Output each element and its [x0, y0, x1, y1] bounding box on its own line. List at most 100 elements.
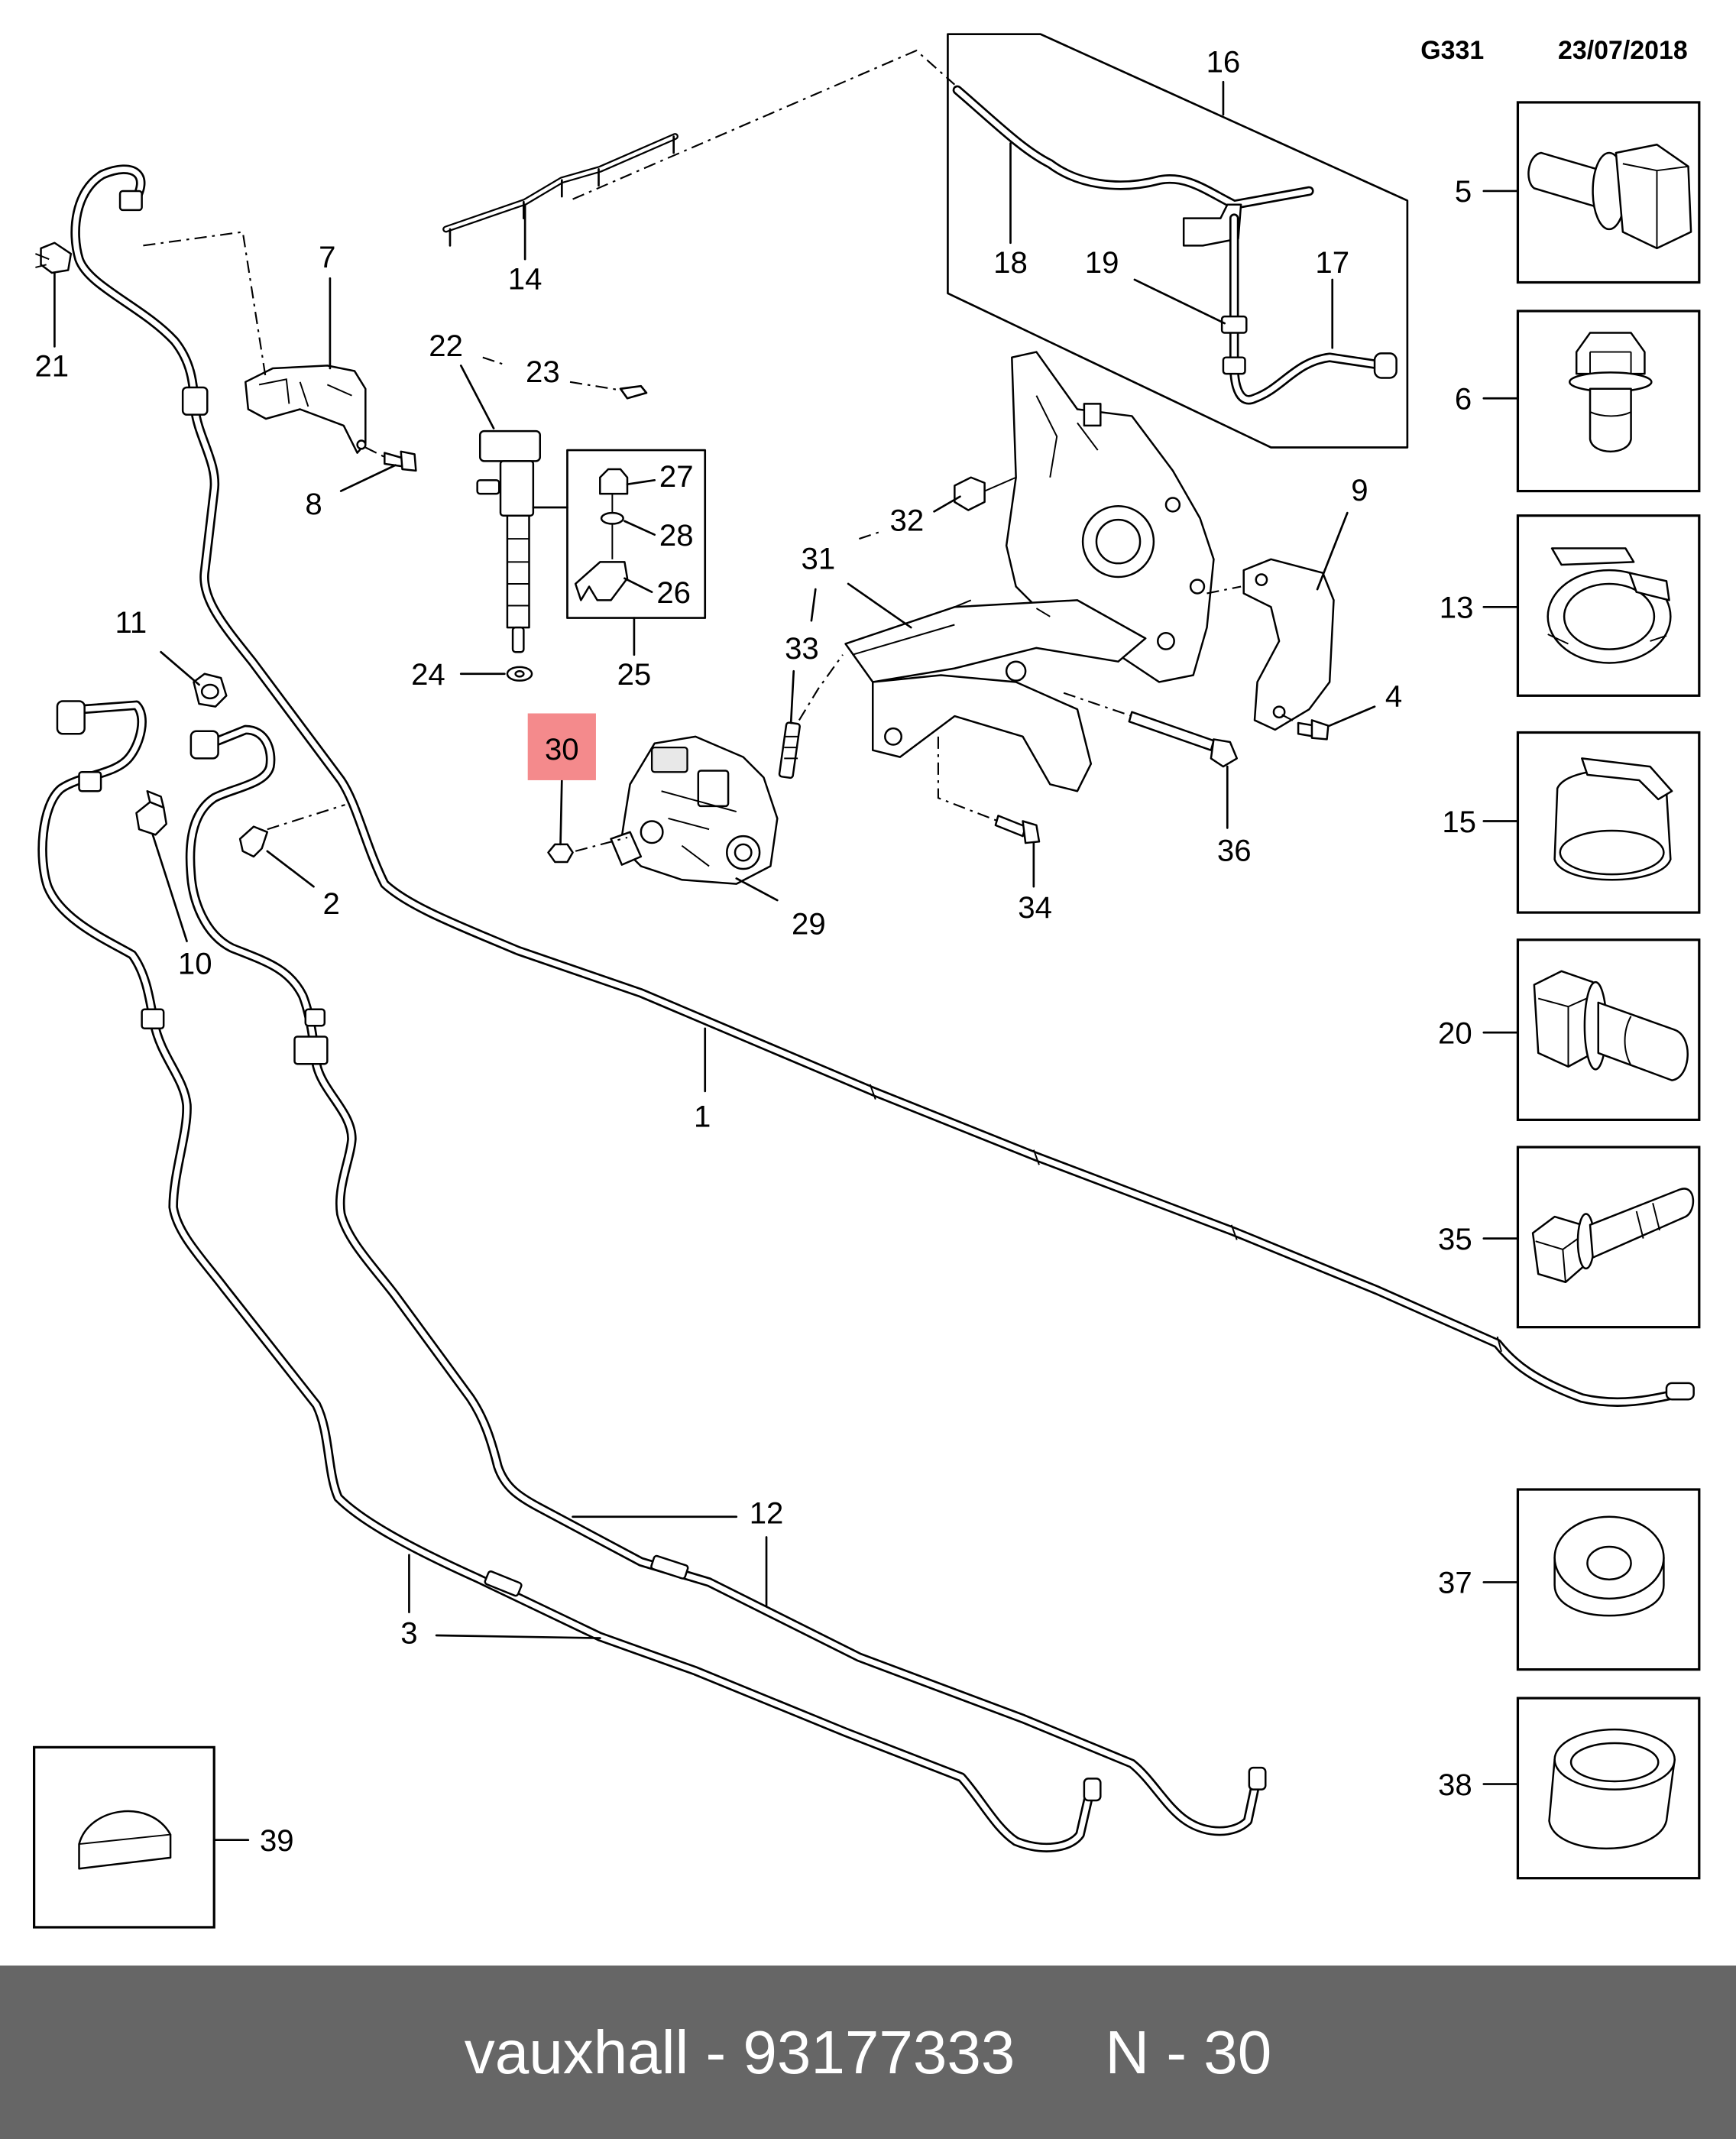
- callout-27: 27: [659, 459, 694, 494]
- callout-10: 10: [178, 946, 212, 980]
- part-28: [600, 511, 624, 525]
- callout-25: 25: [617, 657, 652, 692]
- box-39: [33, 1745, 215, 1929]
- callout-12: 12: [750, 1496, 784, 1531]
- callout-15: 15: [1442, 805, 1476, 839]
- part-32: [954, 476, 1017, 511]
- callout-28: 28: [659, 518, 694, 553]
- pipe-12-joint: [650, 1554, 689, 1580]
- callout-29: 29: [792, 907, 826, 941]
- highlight-box-30: [527, 713, 596, 780]
- callout-31: 31: [802, 541, 836, 575]
- pipe-17-end: [1373, 352, 1398, 379]
- pipe-1: [70, 164, 1695, 1407]
- part-26: [574, 561, 629, 601]
- part-24: [506, 666, 533, 682]
- callout-22: 22: [429, 329, 463, 363]
- callout-39: 39: [260, 1823, 294, 1858]
- callout-24: 24: [411, 657, 445, 692]
- box-38: [1516, 1697, 1701, 1880]
- guide-2-pipe: [267, 804, 345, 831]
- pipe-3-joint: [484, 1570, 523, 1597]
- bracket-19-top: [1182, 203, 1242, 247]
- callout-37: 37: [1438, 1566, 1472, 1600]
- callout-21: 21: [34, 349, 69, 384]
- part-30: [547, 843, 574, 864]
- callout-30: 30: [545, 732, 579, 766]
- pipe-3-end: [1083, 1778, 1102, 1802]
- part-36: [1128, 711, 1239, 768]
- callout-17: 17: [1315, 245, 1349, 280]
- part-11: [193, 672, 228, 708]
- callout-3: 3: [400, 1616, 417, 1651]
- box-13: [1516, 514, 1701, 697]
- callout-4: 4: [1385, 679, 1402, 714]
- pipe-3-sleeve-2: [141, 1008, 165, 1030]
- callout-18: 18: [993, 245, 1028, 280]
- pipe-1-sleeve: [181, 386, 209, 416]
- pipe-1-end: [1665, 1382, 1695, 1401]
- guide-31-9: [1206, 585, 1242, 595]
- guide-30-29: [575, 836, 628, 852]
- callout-32: 32: [890, 503, 925, 537]
- part-22: [476, 429, 542, 653]
- clip-19: [1220, 315, 1248, 334]
- callout-26: 26: [656, 575, 691, 610]
- pipe-12-end: [1248, 1766, 1267, 1791]
- callout-19: 19: [1085, 245, 1119, 280]
- callout-1: 1: [694, 1099, 711, 1133]
- callout-11: 11: [115, 605, 147, 640]
- part-9: [1242, 558, 1335, 731]
- pipe-3-connector: [56, 700, 86, 735]
- part-21: [35, 241, 73, 274]
- guide-pipe-to-7: [143, 231, 267, 380]
- callout-16: 16: [1206, 45, 1241, 79]
- callout-38: 38: [1438, 1768, 1472, 1802]
- box-5: [1516, 101, 1701, 284]
- pipe-18: [952, 85, 1314, 247]
- pipe-12: [185, 724, 1267, 1836]
- callout-23: 23: [526, 355, 560, 389]
- footer-banner: vauxhall - 93177333 N - 30: [0, 1966, 1736, 2139]
- parts-diagram: G331 23/07/2018: [33, 33, 1701, 1929]
- leader-lines: [53, 80, 1519, 1842]
- footer-brand-part-number: vauxhall - 93177333: [464, 2017, 1015, 2086]
- part-4: [1297, 719, 1330, 741]
- pipe-3-sleeve: [78, 771, 102, 792]
- part-14: [442, 133, 679, 247]
- callout-20: 20: [1438, 1016, 1472, 1050]
- box-35: [1516, 1146, 1701, 1329]
- pipe-1-connector: [118, 190, 143, 212]
- part-23: [619, 384, 648, 400]
- box-20: [1516, 938, 1701, 1121]
- callout-5: 5: [1455, 174, 1472, 209]
- part-31: [844, 351, 1215, 792]
- box-37: [1516, 1488, 1701, 1671]
- group-box-16: [947, 33, 1409, 449]
- pipe-17: [1220, 213, 1398, 405]
- part-27: [599, 468, 629, 495]
- callout-35: 35: [1438, 1222, 1472, 1256]
- callout-33: 33: [785, 631, 819, 666]
- diagram-code: G331: [1420, 36, 1484, 65]
- callout-13: 13: [1440, 591, 1474, 625]
- group-box-25: [566, 449, 707, 619]
- callout-7: 7: [319, 240, 335, 274]
- callout-2: 2: [323, 886, 340, 921]
- part-2: [238, 825, 269, 858]
- part-34: [994, 815, 1041, 844]
- part-31-tab: [1083, 403, 1102, 427]
- callout-14: 14: [508, 261, 542, 296]
- diagram-date: 23/07/2018: [1558, 36, 1688, 65]
- part-10: [135, 789, 167, 836]
- box-15: [1516, 731, 1701, 914]
- pipe-12-connector: [189, 730, 219, 760]
- guide-14-16: [572, 49, 956, 200]
- pipe-12-clip: [293, 1035, 329, 1065]
- callout-8: 8: [305, 487, 322, 521]
- pipe-17-sleeve: [1222, 356, 1246, 375]
- pipe-3: [37, 700, 1102, 1852]
- pipe-12-sleeve: [304, 1008, 326, 1027]
- callout-6: 6: [1455, 382, 1472, 416]
- part-8: [384, 450, 417, 472]
